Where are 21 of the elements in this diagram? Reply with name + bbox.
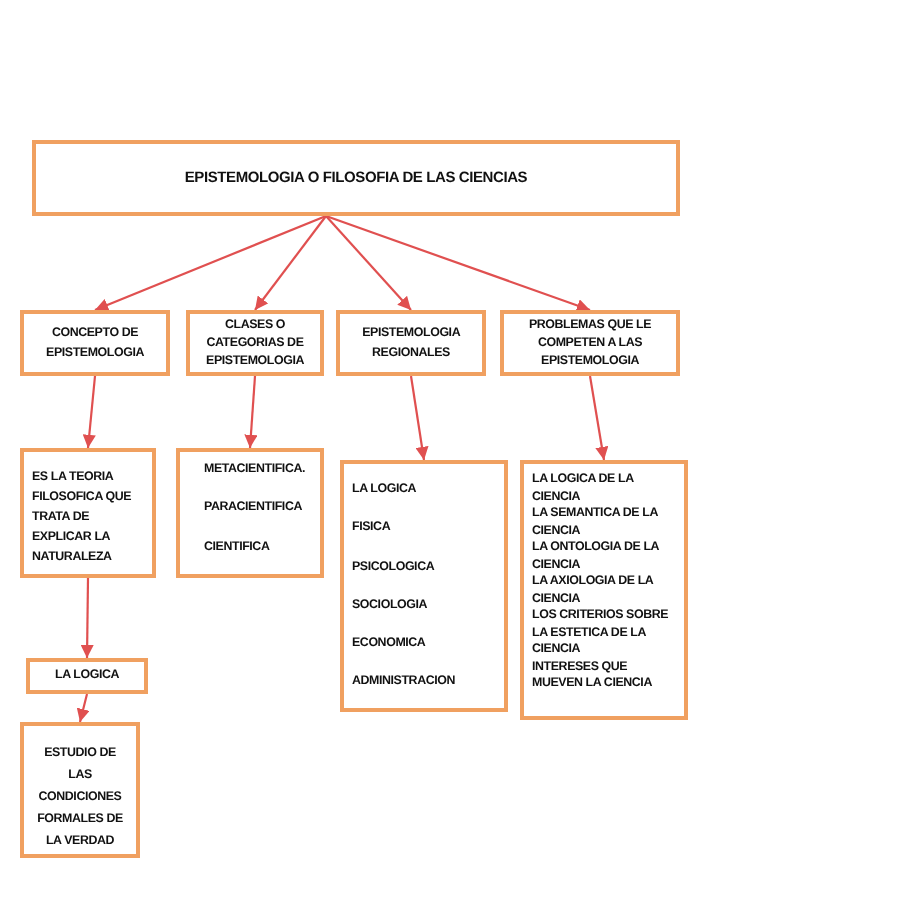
arrow — [94, 215, 327, 312]
arrow — [409, 375, 429, 461]
concept-box — [20, 722, 140, 858]
arrow — [325, 214, 591, 312]
concept-box — [20, 310, 170, 376]
concept-box — [520, 460, 688, 720]
concept-box — [186, 310, 324, 376]
concept-box — [176, 448, 324, 578]
arrow — [244, 375, 258, 449]
arrow — [325, 215, 412, 311]
concept-box — [26, 658, 148, 694]
concept-box — [336, 310, 486, 376]
arrow — [254, 215, 327, 311]
arrow — [82, 375, 97, 449]
concept-box — [340, 460, 508, 712]
concept-box — [500, 310, 680, 376]
concept-box — [32, 140, 680, 216]
arrow — [588, 375, 609, 461]
arrow — [80, 578, 94, 658]
arrow — [76, 693, 90, 723]
concept-box — [20, 448, 156, 578]
